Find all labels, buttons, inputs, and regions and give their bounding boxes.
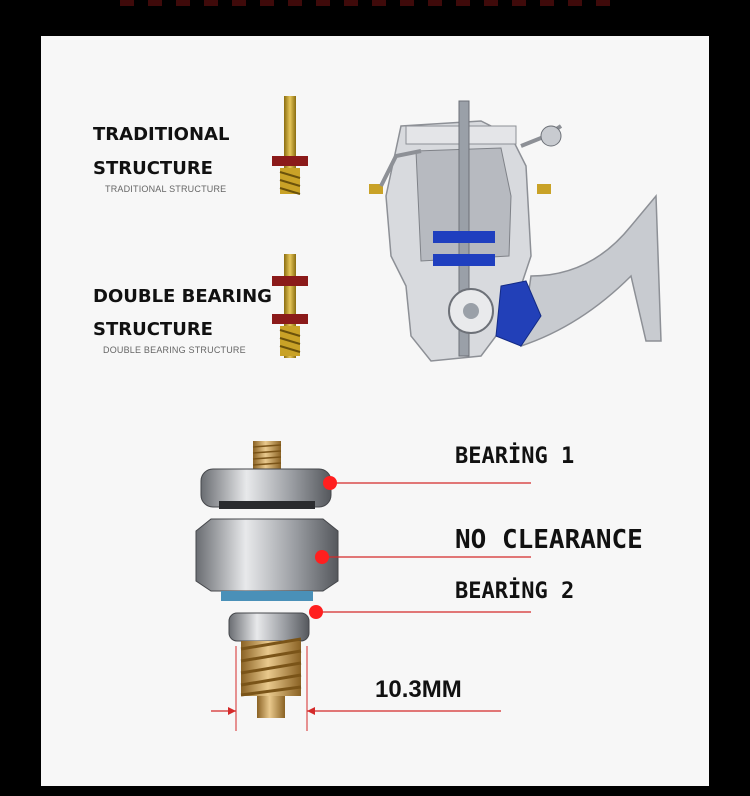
double-title-line1: DOUBLE BEARING — [93, 286, 272, 307]
dimension-right-arrow — [307, 707, 315, 715]
top-banner — [0, 0, 750, 36]
no-clearance-marker-dot — [315, 550, 329, 564]
leader-lines — [211, 476, 531, 731]
pinion-gear-with-bearings-illustration — [195, 441, 339, 718]
reel-cutaway-illustration — [369, 100, 662, 362]
bearing1-marker-dot — [323, 476, 337, 490]
double-bearing-pinion-icon — [272, 254, 308, 358]
bearing1-label: BEARİNG 1 — [455, 444, 575, 469]
double-caption: DOUBLE BEARING STRUCTURE — [103, 345, 246, 355]
traditional-title-line1: TRADITIONAL — [93, 124, 230, 145]
dimension-left-arrow — [228, 707, 236, 715]
bearing2-label: BEARİNG 2 — [455, 579, 575, 604]
banner-decoration — [120, 0, 620, 6]
double-title-line2: STRUCTURE — [93, 319, 213, 340]
no-clearance-label: NO CLEARANCE — [455, 525, 643, 555]
dimension-label: 10.3MM — [375, 676, 462, 703]
single-bearing-pinion-icon — [272, 96, 308, 195]
bearing2-marker-dot — [309, 605, 323, 619]
content-panel: TRADITIONAL STRUCTURE TRADITIONAL STRUCT… — [41, 36, 709, 786]
traditional-caption: TRADITIONAL STRUCTURE — [105, 184, 227, 194]
traditional-title-line2: STRUCTURE — [93, 158, 213, 179]
